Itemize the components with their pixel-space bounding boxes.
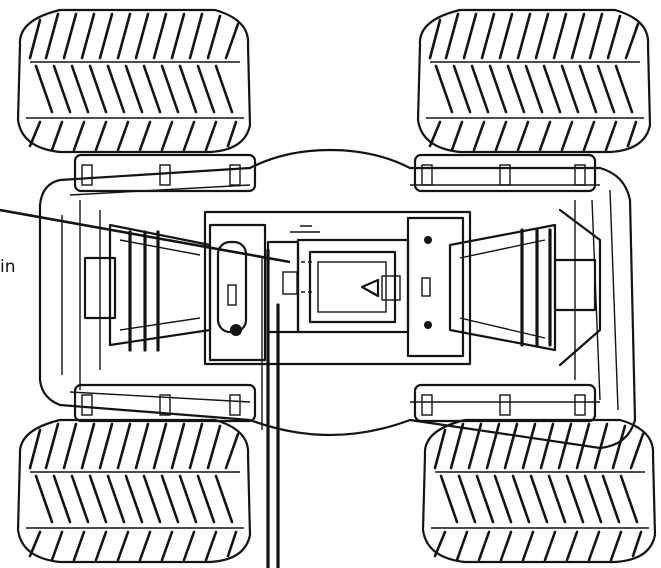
center-electronics-tray — [203, 210, 472, 366]
antenna-wires — [261, 248, 280, 568]
front-right-tire — [416, 8, 652, 154]
callout-leader-line — [0, 208, 291, 264]
left-suspension — [83, 210, 212, 370]
rear-left-tire — [16, 418, 252, 564]
front-left-tire — [16, 8, 252, 154]
front-axle-housing — [73, 153, 597, 423]
receiver-unit — [266, 225, 410, 334]
right-suspension — [448, 200, 602, 380]
callout-label-fragment: in — [0, 257, 16, 277]
